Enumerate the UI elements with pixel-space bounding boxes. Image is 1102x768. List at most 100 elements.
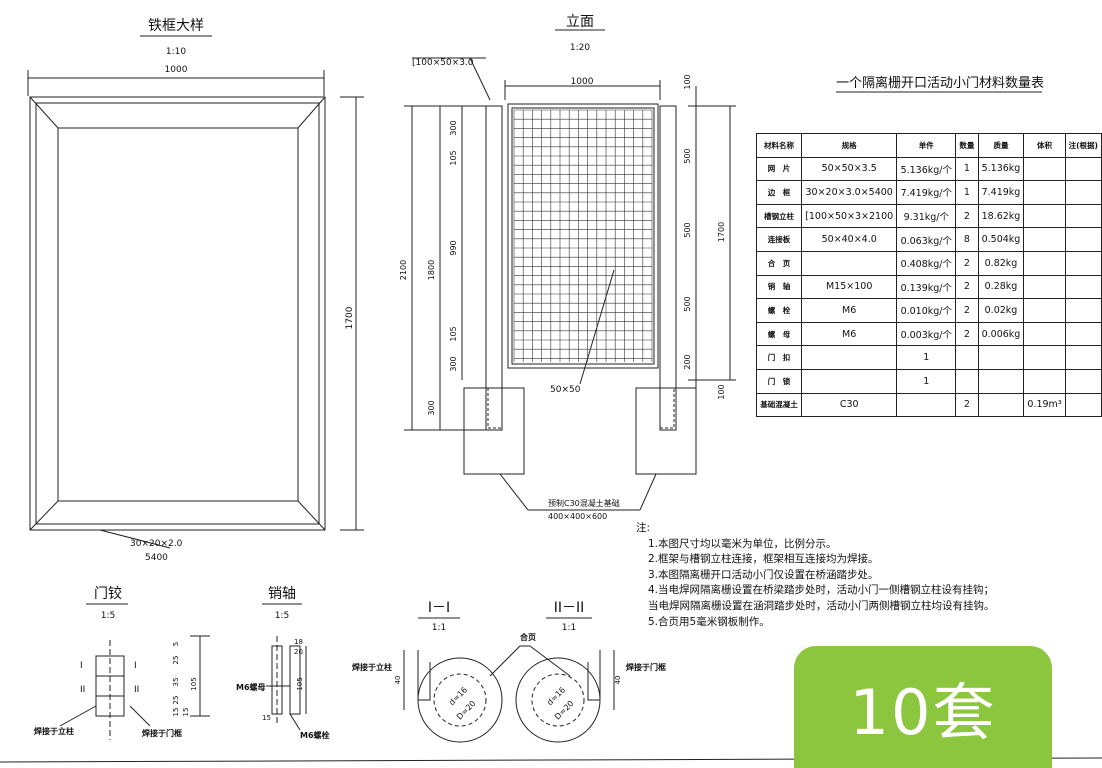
table-cell: 合 页 <box>755 250 803 276</box>
dim-r-200: 200 <box>683 354 692 369</box>
hinge-leaf-label: 合页 <box>519 632 536 642</box>
section2-scale: 1:1 <box>562 623 576 633</box>
table-cell: 0.02kg <box>977 298 1025 323</box>
dim-2100: 2100 <box>399 260 408 280</box>
pin-nut-label: M6螺母 <box>236 682 266 692</box>
pin-dim-15: 15 <box>262 714 271 722</box>
note-4-cont: 当电焊网隔离栅设置在涵洞踏步处时，活动小门两侧槽钢立柱均设有挂钩。 <box>648 599 995 612</box>
table-cell <box>1023 156 1066 182</box>
dim-r-500-a: 500 <box>683 148 692 163</box>
frame-outer <box>29 96 326 531</box>
pin-dim-18: 18 <box>294 638 303 646</box>
foundation-right <box>635 387 697 475</box>
table-cell: 销 轴 <box>755 274 803 300</box>
header-name: 材料名称 <box>755 133 803 158</box>
table-cell <box>1023 368 1066 394</box>
table-cell <box>801 250 898 276</box>
table-cell: 网 片 <box>755 156 803 182</box>
hinge-dim-35: 35 <box>172 678 180 687</box>
channel-post-left <box>485 105 503 431</box>
table-cell: 0.28kg <box>977 274 1025 300</box>
table-cell <box>1064 392 1102 418</box>
hinge-dim-5: 5 <box>172 642 180 646</box>
table-cell: 螺 母 <box>755 321 803 347</box>
dim-300-bottom: 300 <box>427 400 436 415</box>
elevation-scale: 1:20 <box>570 43 590 53</box>
dim-r-100-top: 100 <box>683 74 692 89</box>
elevation-title: 立面 <box>566 14 594 30</box>
table-cell: 0.010kg/个 <box>896 298 957 323</box>
table-cell <box>1023 203 1066 229</box>
dim-1800: 1800 <box>427 260 436 280</box>
header-unit: 单件 <box>896 133 957 158</box>
frame-width-dim: 1000 <box>165 65 188 75</box>
table-cell <box>1064 203 1102 229</box>
section1-label: 焊接于立柱 <box>352 662 392 672</box>
table-cell: 1 <box>896 345 957 370</box>
hinge-mark-4: II <box>134 685 139 695</box>
table-cell <box>955 345 979 370</box>
quantity-badge: 10套 <box>794 646 1052 768</box>
hinge-mark-1: I <box>80 661 83 671</box>
notes-block: 注: 1.本图尺寸均以毫米为单位，比例分示。 2.框架与槽钢立柱连接，框架相互连… <box>636 521 995 630</box>
hinge-dim-25a: 25 <box>172 656 180 665</box>
table-cell: 2 <box>955 274 979 300</box>
table-cell <box>1064 250 1102 276</box>
foundation-size: 400×400×600 <box>548 512 607 521</box>
table-cell: 5.136kg/个 <box>896 156 957 182</box>
hinge-dim-15a: 15 <box>172 708 180 717</box>
table-cell <box>1064 298 1102 323</box>
hinge-label-left: 焊接于立柱 <box>34 726 74 736</box>
section2-dim-40: 40 <box>614 676 622 685</box>
dim-r-500-c: 500 <box>683 296 692 311</box>
hinge-scale: 1:5 <box>101 611 115 621</box>
table-cell <box>801 345 898 370</box>
table-title: 一个隔离栅开口活动小门材料数量表 <box>836 76 1045 91</box>
table-cell: 0.003kg/个 <box>896 321 957 347</box>
header-qty: 数量 <box>955 133 979 158</box>
table-cell: 门 扣 <box>755 345 803 370</box>
elevation-width-dim: 1000 <box>571 77 594 87</box>
foundation-left <box>463 387 525 475</box>
table-cell <box>1023 298 1066 323</box>
pin-bolt-label: M6螺栓 <box>300 730 330 740</box>
table-cell <box>1023 227 1066 252</box>
dim-r-500-b: 500 <box>683 222 692 237</box>
dim-r-100-bottom: 100 <box>717 384 726 399</box>
table-cell <box>1064 321 1102 347</box>
note-3: 3.本图隔离栅开口活动小门仅设置在桥涵踏步处。 <box>648 568 879 581</box>
table-cell <box>1064 180 1102 205</box>
table-cell <box>1023 274 1066 300</box>
table-cell: 50×50×3.5 <box>801 156 898 182</box>
table-cell: 8 <box>955 227 979 252</box>
table-cell: 2 <box>955 392 979 418</box>
table-cell: 2 <box>955 203 979 229</box>
table-cell <box>977 368 1025 394</box>
table-cell: 2 <box>955 298 979 323</box>
table-cell: [100×50×3×2100 <box>801 203 898 229</box>
pin-dim-20: 20 <box>294 648 303 656</box>
table-cell: 1 <box>896 368 957 394</box>
table-cell: 连接板 <box>755 227 803 252</box>
table-cell: 0.504kg <box>977 227 1025 252</box>
table-cell: 7.419kg/个 <box>896 180 957 205</box>
table-cell: 0.82kg <box>977 250 1025 276</box>
foundation-label: 预制C30混凝土基础 <box>548 498 620 508</box>
note-2: 2.框架与槽钢立柱连接，框架相互连接均为焊接。 <box>648 553 879 566</box>
table-cell <box>955 368 979 394</box>
frame-detail-title: 铁框大样 <box>148 18 204 34</box>
table-cell <box>1064 274 1102 300</box>
table-cell: 0.063kg/个 <box>896 227 957 252</box>
channel-label: [100×50×3.0 <box>412 58 474 68</box>
hinge-dim-105: 105 <box>190 677 198 690</box>
frame-detail-scale: 1:10 <box>166 47 186 57</box>
dim-105-top: 105 <box>449 150 458 165</box>
